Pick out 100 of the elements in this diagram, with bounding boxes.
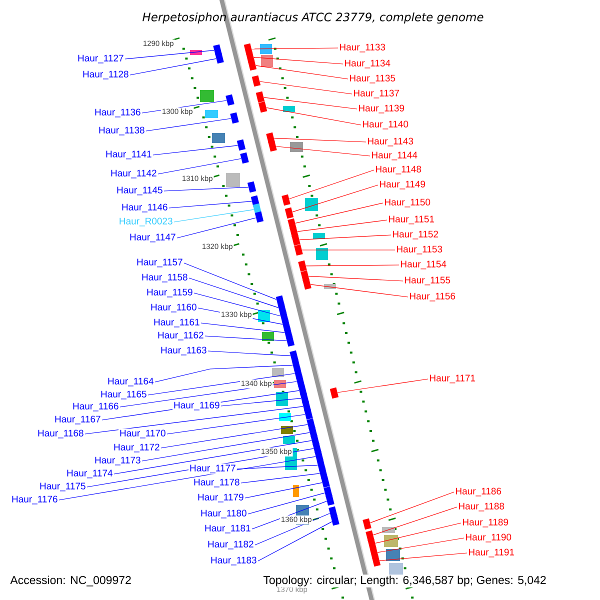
leader-line — [256, 65, 348, 80]
leader-line — [288, 170, 374, 200]
gene-label: Haur_1173 — [94, 456, 142, 466]
leader-line — [375, 522, 462, 544]
leader-line — [276, 146, 370, 156]
leader-line — [200, 322, 285, 333]
gene-label: Haur_1188 — [457, 502, 506, 512]
gene-label: Haur_1155 — [403, 276, 452, 286]
gene-block — [290, 350, 298, 362]
leader-line — [251, 48, 338, 50]
gene-label: Haur_1139 — [357, 104, 406, 114]
gene-label: Haur_1169 — [172, 400, 221, 412]
gene-block — [268, 140, 277, 152]
gene-label: Haur_1156 — [408, 292, 456, 302]
leader-line — [114, 440, 312, 474]
leader-line — [188, 278, 279, 308]
leader-line — [168, 200, 252, 208]
gene-block — [326, 494, 334, 506]
gene-block — [318, 467, 328, 479]
leader-line — [310, 284, 408, 298]
gene-block — [298, 260, 307, 272]
gene-block — [294, 244, 303, 256]
gene-block — [292, 234, 300, 246]
leader-line — [379, 552, 468, 561]
gene-label: Haur_1189 — [461, 518, 510, 528]
leader-line — [152, 145, 238, 156]
gene-block — [215, 52, 224, 64]
gene-label: Haur_1135 — [348, 74, 396, 84]
gene-block — [226, 94, 234, 106]
gene-label: Haur_1153 — [395, 244, 444, 256]
gene-label: Haur_1163 — [160, 346, 208, 356]
leader-line — [373, 506, 458, 536]
gene-block — [330, 514, 340, 526]
gene-label: Haur_1175 — [38, 482, 87, 492]
gene-label: Haur_1162 — [156, 330, 205, 342]
gene-label: Haur_1140 — [361, 120, 410, 130]
accession-text: Accession: NC_009972 — [10, 576, 131, 586]
leader-line — [370, 492, 454, 524]
leader-line — [160, 424, 308, 448]
gene-label: Haur_1164 — [106, 376, 155, 388]
gene-label: Haur_1177 — [188, 464, 237, 474]
gene-label: Haur_1158 — [140, 272, 189, 284]
gene-label: Haur_1186 — [454, 486, 502, 498]
gene-label: Haur_R0023 — [118, 216, 174, 228]
gene-block — [286, 335, 295, 347]
gene-label: Haur_1176 — [10, 494, 59, 506]
gene-label: Haur_1128 — [82, 70, 130, 80]
leader-line — [377, 538, 464, 553]
gene-label: Haur_1146 — [120, 202, 169, 214]
leader-line — [148, 373, 296, 396]
gene-block — [372, 555, 381, 567]
gene-block — [362, 518, 372, 530]
gene-block — [321, 476, 330, 488]
gene-block — [282, 194, 290, 206]
gene-label: Haur_1178 — [192, 478, 241, 488]
gene-block — [300, 392, 309, 404]
gene-label: Haur_1166 — [72, 402, 120, 412]
leader-line — [220, 398, 302, 406]
gene-block — [256, 91, 265, 103]
leader-line — [194, 292, 281, 316]
leader-line — [308, 276, 404, 282]
gene-label: Haur_1154 — [399, 260, 448, 270]
gene-label: Haur_1149 — [378, 180, 426, 190]
gene-label: Haur_1147 — [128, 232, 177, 244]
leader-line — [274, 138, 366, 142]
gene-label: Haur_1181 — [204, 524, 252, 534]
gene-label: Haur_1191 — [467, 548, 516, 558]
gene-label: Haur_1165 — [100, 390, 148, 400]
gene-label: Haur_1160 — [150, 302, 198, 314]
gene-block — [284, 207, 294, 219]
leader-line — [166, 414, 306, 434]
leader-line — [295, 202, 384, 224]
gene-label: Haur_1133 — [338, 42, 386, 54]
gene-label: Haur_1144 — [370, 150, 418, 162]
leader-line — [130, 58, 216, 76]
gene-block — [296, 375, 305, 387]
leader-line — [146, 118, 232, 132]
leader-line — [174, 209, 254, 222]
gene-block — [258, 101, 268, 113]
gene-label: Haur_1138 — [98, 126, 146, 136]
gene-label: Haur_1159 — [146, 288, 194, 298]
leader-line — [254, 513, 330, 546]
leader-line — [208, 350, 291, 356]
leader-line — [124, 50, 214, 60]
gene-label: Haur_1137 — [352, 88, 400, 100]
gene-label: Haur_1174 — [66, 468, 114, 480]
gene-label: Haur_1179 — [196, 492, 245, 504]
genome-summary-text: Topology: circular; Length: 6,346,587 bp; Genes: 5,042 — [262, 574, 548, 588]
gene-block — [247, 181, 256, 193]
gene-block — [368, 538, 376, 550]
gene-block — [254, 211, 264, 223]
gene-label: Haur_1170 — [118, 428, 167, 440]
leader-line — [292, 184, 378, 212]
gene-block — [240, 152, 249, 164]
gene-label: Haur_1172 — [112, 442, 161, 454]
gene-label: Haur_1150 — [383, 198, 432, 208]
leader-line — [297, 220, 388, 232]
leader-line — [176, 218, 256, 238]
gene-label: Haur_1136 — [94, 108, 142, 118]
gene-block — [230, 112, 239, 124]
